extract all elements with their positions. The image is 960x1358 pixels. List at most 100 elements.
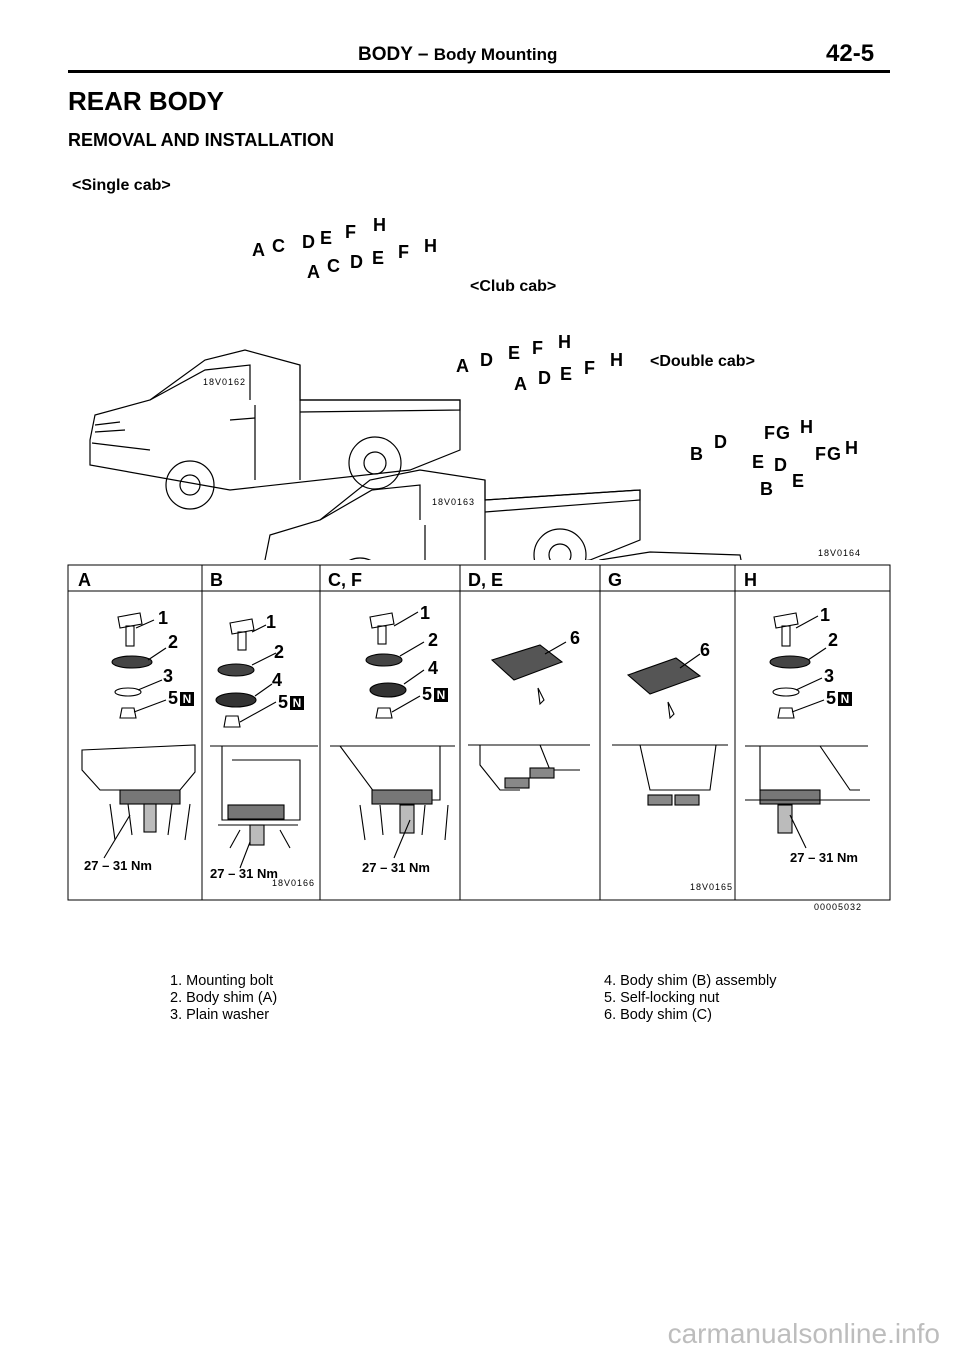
club-cab-marker: D	[480, 350, 493, 370]
single-cab-marker: D	[350, 252, 363, 272]
double-cab-marker: E	[792, 471, 805, 491]
column-header: H	[744, 570, 757, 590]
club-cab-marker: A	[514, 374, 527, 394]
torque-label: 27 – 31 Nm	[210, 866, 278, 881]
club-cab-marker: A	[456, 356, 469, 376]
single-cab-marker: D	[302, 232, 315, 252]
double-cab-marker: D	[714, 432, 727, 452]
part-number-callout: 4	[272, 670, 283, 690]
double-cab-code: 18V0164	[818, 548, 862, 558]
column-g-parts	[612, 653, 728, 806]
double-cab-marker: H	[845, 438, 858, 458]
column-b-parts	[210, 618, 318, 869]
column-de-parts	[468, 641, 590, 791]
part-number-callout: 6	[700, 640, 711, 660]
single-cab-marker: A	[252, 240, 265, 260]
column-h-parts	[745, 612, 870, 849]
double-cab-marker: E	[752, 452, 765, 472]
torque-label: 27 – 31 Nm	[790, 850, 858, 865]
single-cab-marker: H	[424, 236, 437, 256]
n-mark-icon: N	[434, 688, 449, 703]
n-mark-icon: N	[838, 692, 853, 707]
figure-code: 18V0165	[690, 882, 734, 892]
part-number-callout: 2	[168, 632, 179, 652]
part-number-callout: 1	[266, 612, 277, 632]
legend-left: 1. Mounting bolt 2. Body shim (A) 3. Pla…	[170, 973, 277, 1024]
double-cab-marker: B	[690, 444, 703, 464]
column-header: B	[210, 570, 223, 590]
double-cab-marker: H	[800, 417, 813, 437]
single-cab-marker: C	[327, 256, 340, 276]
legend-right: 4. Body shim (B) assembly 5. Self-lockin…	[604, 973, 776, 1024]
column-header: C, F	[328, 570, 362, 590]
single-cab-label: <Single cab>	[72, 177, 171, 194]
n-mark-icon: N	[180, 692, 195, 707]
club-cab-marker: E	[560, 364, 573, 384]
n-mark-icon: N	[290, 696, 305, 711]
subsection-title: Body Mounting	[433, 45, 558, 64]
figure-code: 18V0166	[272, 878, 316, 888]
club-cab-marker: E	[508, 343, 521, 363]
club-cab-marker: H	[558, 332, 571, 352]
single-cab-code: 18V0162	[203, 377, 247, 387]
legend-item: 5. Self-locking nut	[604, 990, 720, 1006]
legend-item: 4. Body shim (B) assembly	[604, 973, 777, 989]
club-cab-code: 18V0163	[432, 497, 476, 507]
single-cab-marker: F	[398, 242, 409, 262]
page-title: REAR BODY	[68, 86, 225, 116]
single-cab-marker: H	[373, 215, 386, 235]
double-cab-marker: F	[815, 444, 826, 464]
column-a-parts	[81, 612, 196, 859]
double-cab-marker: B	[760, 479, 773, 499]
part-number-callout: 4	[428, 658, 439, 678]
legend-item: 1. Mounting bolt	[170, 973, 274, 989]
double-cab-marker: G	[776, 423, 791, 443]
single-cab-marker: C	[272, 236, 285, 256]
part-number-callout: 2	[274, 642, 285, 662]
legend-item: 3. Plain washer	[170, 1007, 270, 1023]
column-header: A	[78, 570, 91, 590]
single-cab-truck	[89, 349, 461, 510]
part-number: 5	[422, 684, 433, 704]
part-number-callout: 1	[158, 608, 169, 628]
double-cab-marker: D	[774, 455, 787, 475]
double-cab-label: <Double cab>	[650, 353, 755, 370]
club-cab-marker: F	[584, 358, 595, 378]
part-number-callout: 6	[570, 628, 581, 648]
part-number-callout: 3	[824, 666, 835, 686]
single-cab-marker: F	[345, 222, 356, 242]
double-cab-marker: F	[764, 423, 775, 443]
part-number: 5	[278, 692, 289, 712]
single-cab-marker: E	[320, 228, 333, 248]
figure-code: 00005032	[814, 902, 863, 912]
double-cab-marker: G	[827, 444, 842, 464]
torque-label: 27 – 31 Nm	[84, 858, 152, 873]
club-cab-marker: F	[532, 338, 543, 358]
page-number: 42-5	[826, 40, 875, 67]
column-header: G	[608, 570, 623, 590]
club-cab-marker: D	[538, 368, 551, 388]
part-number: 5	[168, 688, 179, 708]
torque-label: 27 – 31 Nm	[362, 860, 430, 875]
column-cf-parts	[330, 611, 455, 859]
part-number-callout: 1	[420, 603, 431, 623]
page-subtitle: REMOVAL AND INSTALLATION	[68, 130, 334, 150]
part-number: 5	[826, 688, 837, 708]
header-rule	[68, 70, 890, 73]
truck-illustrations	[89, 349, 742, 560]
section-title: BODY – Body Mounting	[358, 44, 558, 65]
part-number-callout: 1	[820, 605, 831, 625]
column-header: D, E	[468, 570, 504, 590]
legend-item: 2. Body shim (A)	[170, 990, 278, 1006]
part-number-callout: 3	[163, 666, 174, 686]
club-cab-marker: H	[610, 350, 623, 370]
club-cab-truck	[264, 469, 641, 560]
single-cab-marker: A	[307, 262, 320, 282]
legend-item: 6. Body shim (C)	[604, 1007, 712, 1023]
